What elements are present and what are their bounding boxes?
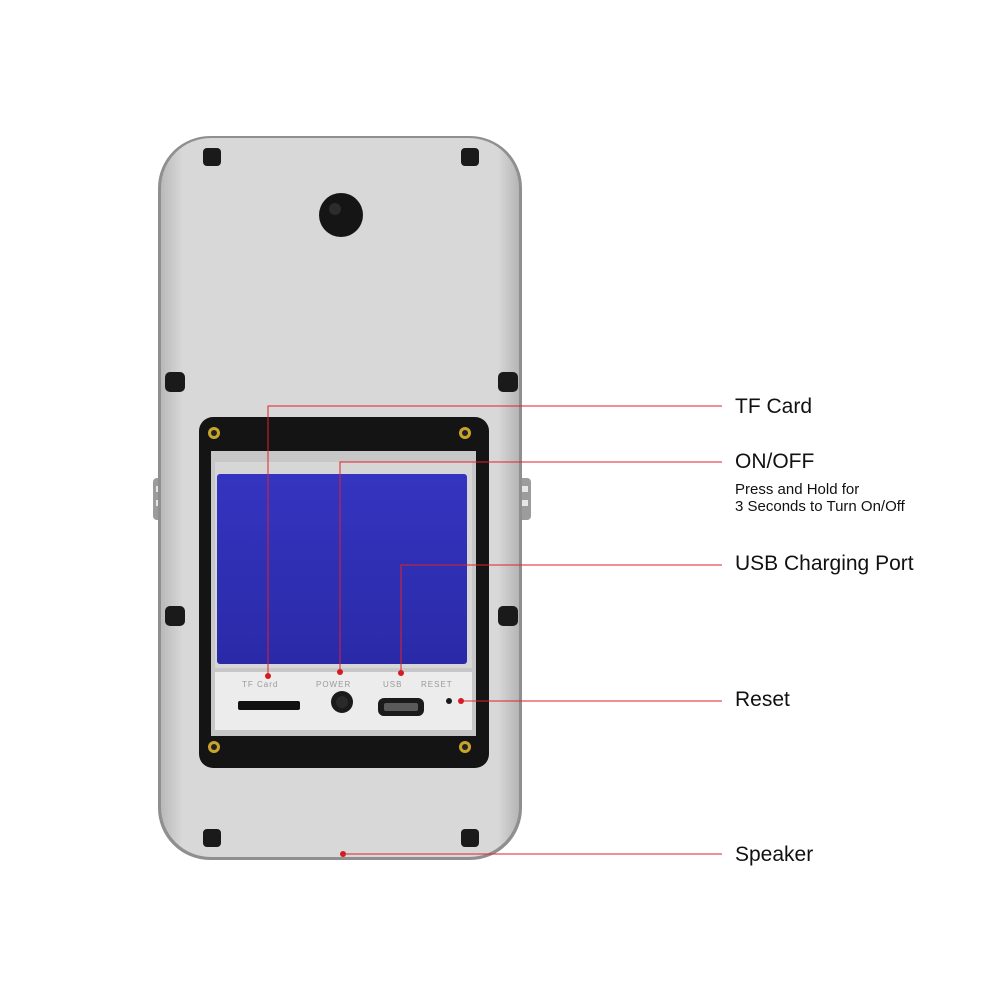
- leader-dot: [340, 851, 346, 857]
- screw-hole: [498, 372, 518, 392]
- callout-on-off-note-2: 3 Seconds to Turn On/Off: [735, 498, 905, 515]
- leader-usb: [400, 564, 722, 673]
- ports-row: TF Card POWER USB RESET: [238, 680, 453, 716]
- callout-usb-port: USB Charging Port: [735, 552, 914, 575]
- usb-port: [378, 698, 424, 716]
- callout-reset: Reset: [735, 688, 790, 711]
- reset-hole: [446, 698, 452, 704]
- leader-dot: [458, 698, 464, 704]
- port-label-reset: RESET: [421, 680, 453, 689]
- port-label-tf: TF Card: [242, 680, 278, 689]
- leader-dots: [265, 669, 464, 857]
- leader-on-off: [339, 461, 722, 672]
- body-screw-holes: [165, 148, 518, 847]
- screw-hole: [461, 829, 479, 847]
- tf-card-slot: [238, 701, 300, 710]
- screw-hole: [203, 148, 221, 166]
- camera-lens: [319, 193, 363, 237]
- callout-speaker: Speaker: [735, 843, 814, 866]
- screw-hole: [461, 148, 479, 166]
- leader-tf-card: [267, 405, 722, 676]
- callout-tf-card: TF Card: [735, 395, 813, 418]
- power-button: [331, 691, 353, 713]
- leader-lines: [267, 405, 722, 855]
- panel-screws: [208, 427, 471, 753]
- leader-dot: [337, 669, 343, 675]
- screw-hole: [165, 606, 185, 626]
- leader-dot: [398, 670, 404, 676]
- callout-on-off-note-1: Press and Hold for: [735, 481, 860, 498]
- callout-on-off: ON/OFF: [735, 450, 815, 473]
- battery-pack: [217, 474, 467, 664]
- screw-hole: [203, 829, 221, 847]
- screw-hole: [165, 372, 185, 392]
- leader-dot: [265, 673, 271, 679]
- port-label-power: POWER: [316, 680, 351, 689]
- port-label-usb: USB: [383, 680, 402, 689]
- battery-compartment: [199, 417, 489, 768]
- screw-hole: [498, 606, 518, 626]
